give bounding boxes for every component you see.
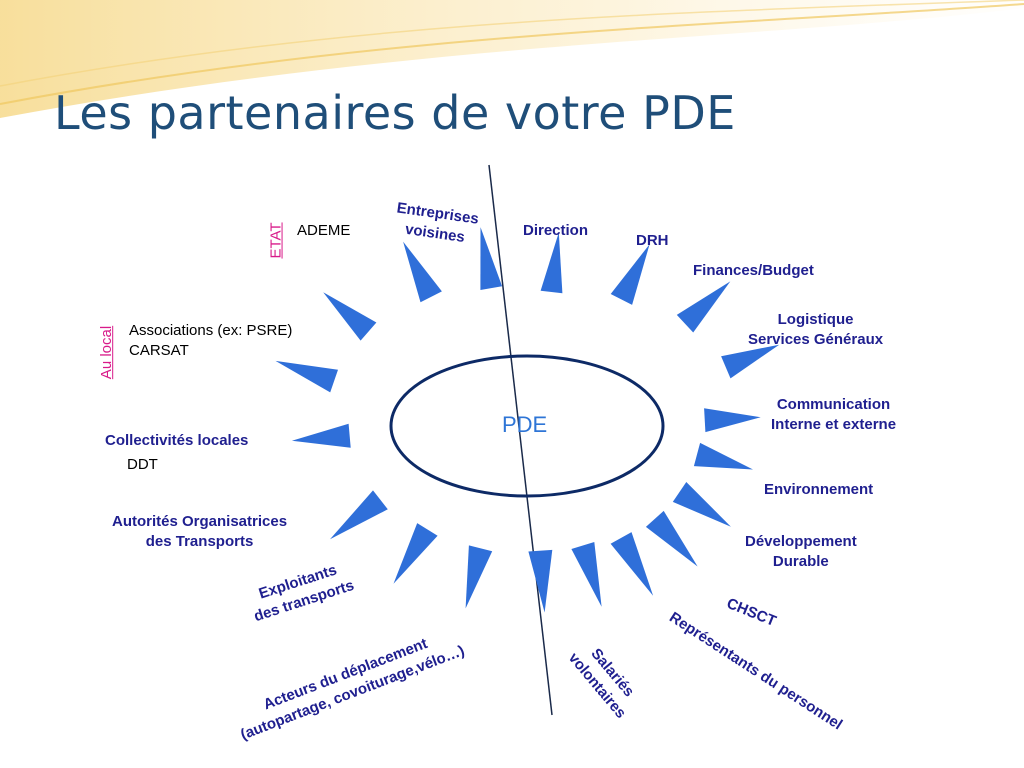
partner-direction: Direction — [523, 222, 589, 239]
sun-ray — [610, 532, 654, 596]
sun-ray — [571, 542, 602, 607]
sun-ray — [403, 241, 442, 303]
sun-ray — [528, 549, 553, 613]
sun-ray — [704, 408, 761, 433]
pde-ellipse — [389, 354, 665, 498]
sun-ray — [672, 482, 731, 527]
page-title: Les partenaires de votre PDE — [54, 86, 736, 140]
carsat-label: CARSAT — [129, 342, 189, 359]
sun-ray — [693, 442, 753, 470]
partner-finances: Finances/Budget — [693, 262, 814, 279]
sun-ray — [323, 292, 377, 341]
au-local-tag: Au local — [98, 325, 116, 380]
decorative-swoosh — [0, 0, 1024, 118]
sun-ray — [393, 523, 438, 584]
etat-tag: ETAT — [267, 222, 285, 259]
divider-line — [488, 164, 553, 716]
sun-ray — [275, 360, 338, 393]
partner-environnement: Environnement — [764, 481, 874, 498]
partner-drh: DRH — [636, 232, 669, 249]
sun-ray — [540, 232, 563, 294]
ademe-label: ADEME — [297, 222, 351, 239]
associations-label: Associations (ex: PSRE) — [129, 322, 293, 339]
pde-center-label: PDE — [502, 412, 548, 437]
sun-ray — [330, 490, 388, 540]
sun-rays — [275, 227, 780, 613]
sun-ray — [721, 344, 780, 379]
sun-ray — [645, 510, 698, 567]
partner-collectivites: Collectivités locales — [105, 432, 249, 449]
sun-ray — [291, 423, 351, 448]
ddt-label: DDT — [127, 456, 158, 473]
sun-ray — [676, 281, 731, 333]
sun-ray — [480, 227, 503, 290]
sun-ray — [465, 545, 493, 609]
sun-ray — [610, 244, 650, 305]
